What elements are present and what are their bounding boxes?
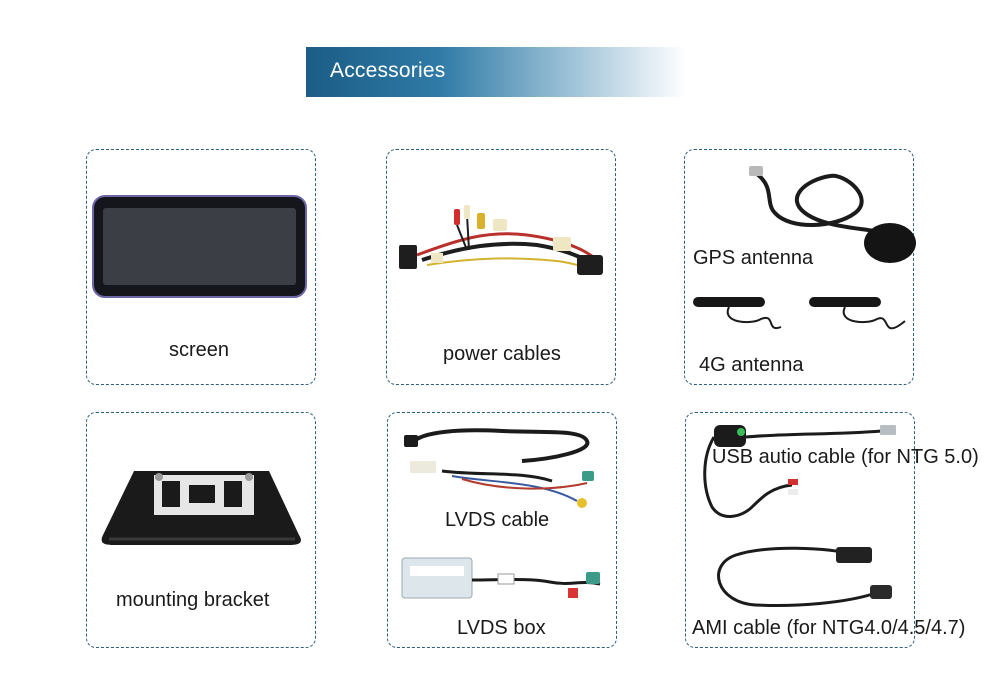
power-cables-image	[399, 205, 603, 275]
ami-cable-label: AMI cable (for NTG4.0/4.5/4.7)	[692, 617, 966, 639]
section-header: Accessories	[306, 47, 686, 97]
accessory-card-lvds: LVDS cable LVDS box	[387, 412, 617, 648]
lvds-cable-image	[404, 428, 594, 508]
accessory-card-screen: screen	[86, 149, 316, 385]
accessory-card-antennas: GPS antenna 4G antenna	[684, 149, 916, 385]
gps-antenna-image	[749, 166, 916, 263]
accessory-card-power-cables: power cables	[386, 149, 616, 385]
mounting-bracket-image	[101, 471, 301, 545]
usb-audio-cable-label: USB autio cable (for NTG 5.0)	[712, 446, 979, 468]
lvds-box-label: LVDS box	[457, 617, 546, 639]
mounting-bracket-label: mounting bracket	[116, 589, 270, 611]
accessory-card-mounting-bracket: mounting bracket	[86, 412, 316, 648]
power-cables-label: power cables	[443, 343, 561, 365]
lvds-cable-label: LVDS cable	[445, 509, 550, 531]
lvds-box-image	[401, 557, 601, 599]
4g-antenna-image	[693, 297, 906, 330]
screen-label: screen	[169, 339, 230, 361]
accessory-card-audio-cables: USB autio cable (for NTG 5.0) AMI cable …	[685, 412, 979, 648]
gps-antenna-label: GPS antenna	[693, 247, 814, 269]
ami-cable-image	[717, 546, 892, 607]
usb-audio-cable-image	[703, 425, 896, 518]
screen-image	[92, 195, 307, 298]
4g-antenna-label: 4G antenna	[699, 354, 804, 376]
section-title: Accessories	[330, 59, 446, 82]
